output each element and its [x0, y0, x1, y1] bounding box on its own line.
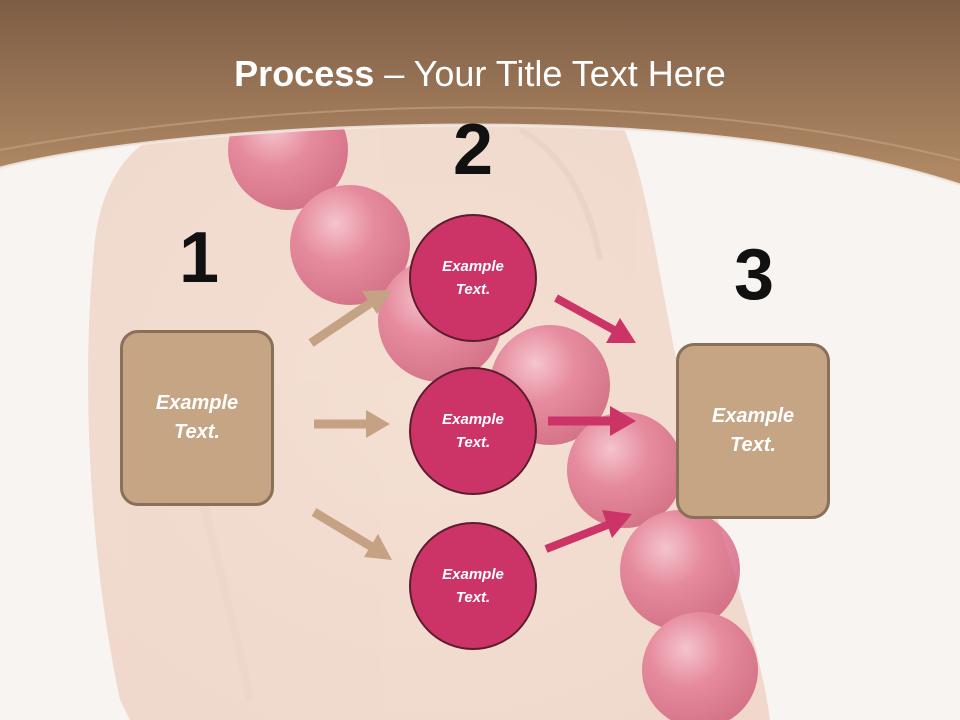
step-2-circle-top: Example Text. [409, 214, 537, 342]
arrow-left-down [311, 508, 392, 560]
step-number-1: 1 [178, 218, 220, 298]
arrow-right-up [554, 294, 636, 343]
step-2-circle-bottom: Example Text. [409, 522, 537, 650]
header-band [0, 0, 960, 185]
step-number-3: 3 [733, 235, 775, 315]
step-number-2: 2 [452, 110, 494, 190]
step-2-circle-bottom-text: Example Text. [442, 566, 504, 606]
title-rest: – Your Title Text Here [374, 53, 726, 94]
slide-title: Process – Your Title Text Here [0, 52, 960, 96]
title-bold: Process [234, 53, 375, 94]
step-2-circle-top-text: Example Text. [442, 258, 504, 298]
arrow-right-down [544, 510, 632, 553]
step-2-circle-middle: Example Text. [409, 367, 537, 495]
step-1-text: Example Text. [155, 392, 239, 443]
step-3-text: Example Text. [711, 405, 795, 456]
step-2-circle-middle-text: Example Text. [442, 411, 504, 451]
arrow-left-up [308, 290, 392, 347]
arrow-right-middle [548, 406, 636, 436]
step-1-box: Example Text. [120, 330, 274, 506]
step-3-box: Example Text. [676, 343, 830, 519]
arrow-left-middle [314, 410, 390, 438]
